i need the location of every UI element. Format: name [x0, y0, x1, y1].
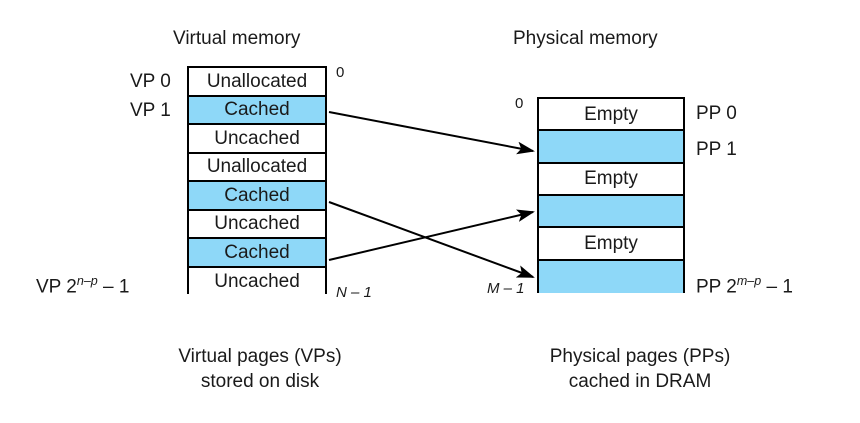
virtual-page-cell-0[interactable]: Unallocated — [189, 68, 325, 97]
physical-page-label-last-exponent: m–p — [736, 274, 762, 288]
physical-memory-caption-line1: Physical pages (PPs) — [549, 346, 731, 367]
mapping-arrow-vp6-to-pp3 — [328, 209, 535, 261]
virtual-page-cell-3[interactable]: Unallocated — [189, 153, 325, 182]
virtual-page-label-1: VP 1 — [130, 100, 171, 121]
physical-page-cell-4[interactable]: Empty — [539, 228, 683, 261]
virtual-memory-caption-line2: stored on disk — [200, 371, 320, 392]
virtual-address-top-marker: 0 — [336, 64, 345, 81]
physical-page-cell-5[interactable] — [539, 260, 683, 293]
virtual-memory-caption: Virtual pages (VPs) stored on disk — [110, 344, 410, 394]
virtual-page-cell-7[interactable]: Uncached — [189, 267, 325, 296]
mapping-arrow-vp4-to-pp5 — [328, 201, 535, 278]
physical-address-bottom-marker: M – 1 — [487, 280, 525, 297]
virtual-memory-title: Virtual memory — [173, 28, 301, 49]
virtual-page-cell-4[interactable]: Cached — [189, 182, 325, 211]
virtual-page-label-last-tail: – 1 — [97, 276, 130, 298]
physical-page-cell-3[interactable] — [539, 195, 683, 229]
physical-memory-title: Physical memory — [513, 28, 658, 49]
virtual-page-label-last: VP 2n–p – 1 — [36, 272, 129, 296]
physical-page-cell-1[interactable] — [539, 131, 683, 164]
physical-page-label-1: PP 1 — [696, 139, 737, 160]
physical-page-label-0: PP 0 — [696, 103, 737, 124]
physical-page-label-last: PP 2m–p – 1 — [696, 272, 793, 296]
physical-page-label-last-base: PP 2 — [696, 276, 737, 298]
virtual-page-cell-5[interactable]: Uncached — [189, 210, 325, 239]
virtual-page-cell-6[interactable]: Cached — [189, 239, 325, 268]
physical-page-label-last-tail: – 1 — [761, 276, 793, 298]
virtual-address-bottom-marker: N – 1 — [336, 284, 372, 301]
virtual-page-cell-2[interactable]: Uncached — [189, 125, 325, 154]
physical-address-top-marker: 0 — [515, 95, 524, 112]
physical-memory-caption-line2: cached in DRAM — [568, 371, 712, 392]
physical-memory-column: Empty Empty Empty — [537, 97, 685, 293]
virtual-memory-column: Unallocated Cached Uncached Unallocated … — [187, 66, 327, 296]
physical-page-cell-0[interactable]: Empty — [539, 99, 683, 132]
virtual-page-label-last-base: VP 2 — [36, 276, 77, 298]
virtual-page-cell-1[interactable]: Cached — [189, 96, 325, 125]
virtual-page-label-last-exponent: n–p — [76, 274, 98, 288]
physical-memory-caption: Physical pages (PPs) cached in DRAM — [480, 344, 800, 394]
physical-page-cell-2[interactable]: Empty — [539, 163, 683, 196]
virtual-memory-caption-line1: Virtual pages (VPs) — [178, 346, 342, 367]
mapping-arrow-vp1-to-pp1 — [328, 111, 535, 155]
virtual-page-label-0: VP 0 — [130, 71, 171, 92]
